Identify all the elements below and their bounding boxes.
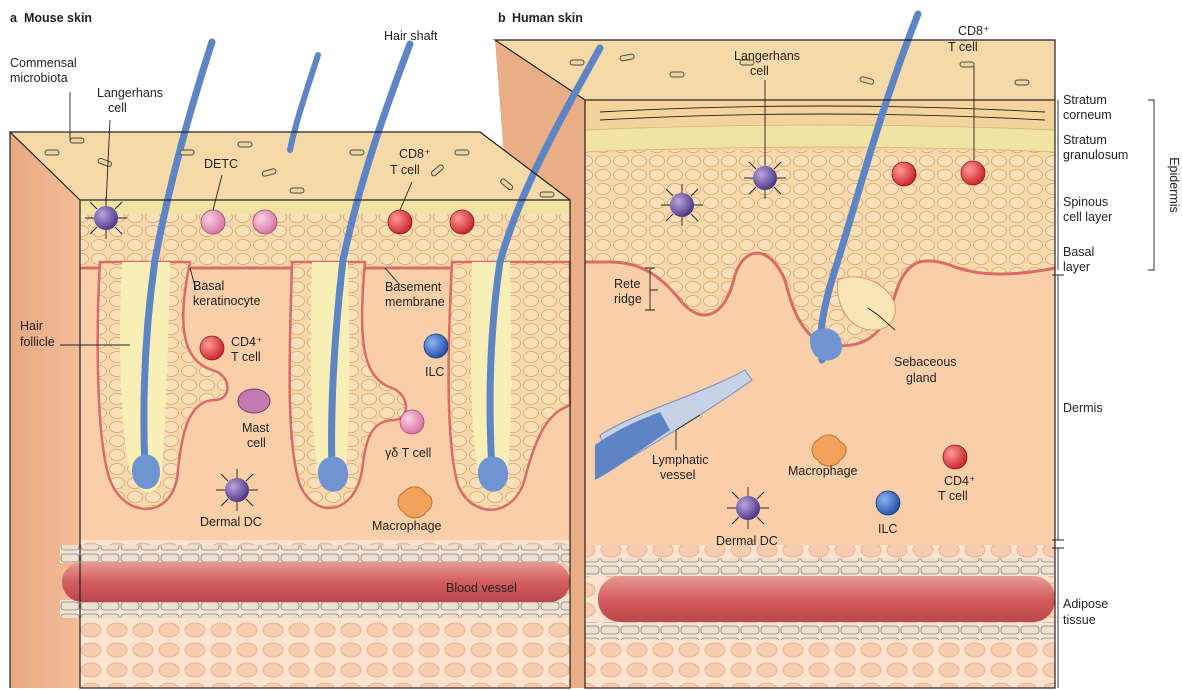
label-langerhans-a-2: cell: [108, 101, 127, 115]
label-stratum-gran-1: Stratum: [1063, 133, 1107, 147]
label-stratum-gran-2: granulosum: [1063, 148, 1128, 162]
label-basal-2: keratinocyte: [193, 294, 260, 308]
label-basement-1: Basement: [385, 280, 442, 294]
panel-a-vessel-wall-bottom: [60, 600, 570, 618]
label-hair-follicle-1: Hair: [20, 319, 43, 333]
label-basement-2: membrane: [385, 295, 445, 309]
label-commensal-1: Commensal: [10, 56, 77, 70]
panel-a-dermal-dc: [216, 469, 258, 511]
label-ilc-b: ILC: [878, 522, 897, 536]
label-adipose-2: tissue: [1063, 613, 1096, 627]
panel-a-cd4-cell: [200, 336, 224, 360]
label-dermis: Dermis: [1063, 401, 1103, 415]
panel-b-langerhans-cell-2: [661, 184, 703, 226]
label-sebaceous-1: Sebaceous: [894, 355, 957, 369]
hair-bulb-1: [132, 455, 160, 490]
label-cd8-a-1: CD8⁺: [399, 147, 431, 161]
panel-b-dermal-dc: [727, 487, 769, 529]
label-cd4-b-2: T cell: [938, 489, 968, 503]
panel-a-corneum: [80, 200, 570, 214]
label-mast-1: Mast: [242, 421, 270, 435]
label-detc: DETC: [204, 157, 238, 171]
gd-t-cell: [400, 410, 424, 434]
panel-b-cd8-cell-2: [961, 161, 985, 185]
label-hair-shaft: Hair shaft: [384, 29, 438, 43]
panel-b-ilc: [876, 491, 900, 515]
label-macrophage-b: Macrophage: [788, 464, 858, 478]
label-basal-layer-1: Basal: [1063, 245, 1094, 259]
panel-b-blood-vessel: [598, 576, 1055, 622]
detc-cell-2: [253, 210, 277, 234]
panel-b-vessel-wall-bottom: [585, 622, 1055, 640]
label-dermal-dc-b: Dermal DC: [716, 534, 778, 548]
label-adipose-1: Adipose: [1063, 597, 1108, 611]
label-blood-vessel: Blood vessel: [446, 581, 517, 595]
panel-b-block: [495, 14, 1055, 688]
label-ilc-a: ILC: [425, 365, 444, 379]
panel-b-cd4-cell: [943, 445, 967, 469]
label-lymphatic-1: Lymphatic: [652, 453, 709, 467]
label-commensal-2: microbiota: [10, 71, 68, 85]
panel-b-letter: b: [498, 11, 506, 25]
mast-cell: [238, 389, 270, 413]
label-rete-2: ridge: [614, 292, 642, 306]
label-basal-layer-2: layer: [1063, 260, 1090, 274]
label-lymphatic-2: vessel: [660, 468, 695, 482]
panel-a-cd8-cell-2: [450, 210, 474, 234]
label-epidermis: Epidermis: [1167, 157, 1181, 213]
label-mast-2: cell: [247, 436, 266, 450]
label-spinous-1: Spinous: [1063, 195, 1108, 209]
detc-cell-1: [201, 210, 225, 234]
label-langerhans-b-1: Langerhans: [734, 49, 800, 63]
panel-a-vessel-wall-top: [60, 545, 570, 563]
label-spinous-2: cell layer: [1063, 210, 1112, 224]
label-gd-t-cell: γδ T cell: [385, 446, 431, 460]
label-basal-1: Basal: [193, 279, 224, 293]
label-cd4-a-1: CD4⁺: [231, 335, 263, 349]
panel-a-ilc: [424, 334, 448, 358]
label-hair-follicle-2: follicle: [20, 335, 55, 349]
label-dermal-dc-a: Dermal DC: [200, 515, 262, 529]
panel-b-cd8-cell-1: [892, 162, 916, 186]
label-sebaceous-2: gland: [906, 371, 937, 385]
panel-b-title: Human skin: [512, 11, 583, 25]
label-cd4-a-2: T cell: [231, 350, 261, 364]
panel-a-title: Mouse skin: [24, 11, 92, 25]
label-cd8-b-1: CD8⁺: [958, 24, 990, 38]
label-cd4-b-1: CD4⁺: [944, 474, 976, 488]
label-cd8-a-2: T cell: [390, 163, 420, 177]
label-stratum-corneum-1: Stratum: [1063, 93, 1107, 107]
label-langerhans-a-1: Langerhans: [97, 86, 163, 100]
panel-a-cd8-cell-1: [388, 210, 412, 234]
label-cd8-b-2: T cell: [948, 40, 978, 54]
panel-b-vessel-wall-top: [585, 558, 1055, 576]
label-rete-1: Rete: [614, 277, 640, 291]
label-langerhans-b-2: cell: [750, 64, 769, 78]
label-macrophage-a: Macrophage: [372, 519, 442, 533]
panel-a-letter: a: [10, 11, 18, 25]
label-stratum-corneum-2: corneum: [1063, 108, 1112, 122]
